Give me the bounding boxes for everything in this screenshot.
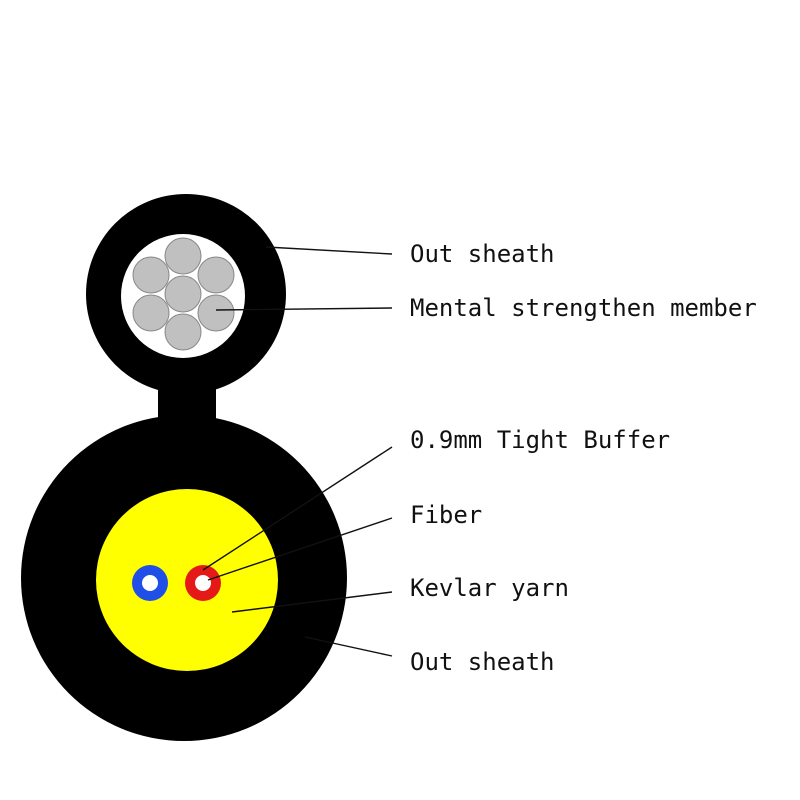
label-strength-member: Mental strengthen member (410, 294, 757, 322)
steel-wire (164, 313, 202, 351)
messenger-unit (86, 194, 286, 440)
leader-line-kevlar (231, 591, 393, 613)
label-kevlar-yarn: Kevlar yarn (410, 574, 569, 602)
leader-line-fiber (207, 517, 393, 581)
labels: Out sheath Mental strengthen member 0.9m… (410, 240, 757, 676)
leader-line-out-sheath-top (265, 246, 393, 255)
steel-wire (164, 237, 202, 275)
label-out-sheath-bottom: Out sheath (410, 648, 555, 676)
main-cable-unit (21, 415, 347, 741)
fiber-red (185, 565, 221, 601)
label-fiber: Fiber (410, 501, 482, 529)
steel-wire (197, 256, 235, 294)
steel-wire (164, 275, 202, 313)
fiber-core-blue (142, 575, 158, 591)
leader-line-tight-buffer (202, 446, 393, 571)
leader-line-strength-member (215, 307, 393, 311)
leader-lines (202, 246, 393, 657)
steel-wire (197, 294, 235, 332)
steel-wire-strands (132, 237, 235, 351)
fiber-core-red (195, 575, 211, 591)
fiber-blue (132, 565, 168, 601)
steel-wire (132, 256, 170, 294)
label-out-sheath-top: Out sheath (410, 240, 555, 268)
leader-line-out-sheath-bottom (304, 636, 393, 657)
label-tight-buffer: 0.9mm Tight Buffer (410, 426, 670, 454)
steel-wire (132, 294, 170, 332)
